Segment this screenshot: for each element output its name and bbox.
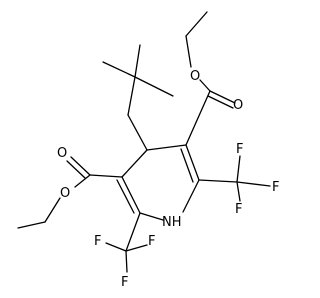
bond-cf3-right-f2 <box>236 181 271 187</box>
atom-f-bottom-3: F <box>121 275 128 290</box>
bond-ring-c4-c3 <box>146 144 187 151</box>
bond-ring-n-c6 <box>139 212 164 221</box>
atom-f-bottom-2: F <box>148 234 155 249</box>
bond-cf3-right-f1 <box>236 155 241 183</box>
bond-ester-top-ring <box>185 90 211 146</box>
bond-ester-left-ring <box>89 174 123 178</box>
bond-cf3-right-f3 <box>236 181 241 202</box>
atom-f-right-3: F <box>235 202 242 217</box>
bond-tbu-3 <box>134 76 174 97</box>
bond-cf3-bottom-f2 <box>125 244 148 252</box>
bond-tbu-4 <box>127 76 136 116</box>
bond-cf3-bottom-f1 <box>105 242 127 252</box>
structure-canvas: O O O O NH F F F F F F <box>17 11 279 290</box>
bond-ethyl-top-1 <box>185 11 208 37</box>
atom-o-ester-left-ether: O <box>60 186 70 201</box>
atom-labels: O O O O NH F F F F F F <box>57 69 279 290</box>
atom-nh: NH <box>162 215 182 230</box>
bond-ch2-ring <box>127 114 148 151</box>
atom-f-bottom-1: F <box>94 234 101 249</box>
bond-ring-c6-c5-b <box>116 179 135 214</box>
atom-o-ester-top-ether: O <box>190 69 200 84</box>
bond-ring-c5-c4 <box>121 149 148 178</box>
bond-ring-c2-n <box>182 179 200 213</box>
bond-ester-top-o-c <box>199 79 211 92</box>
bond-ester-top-co-b <box>207 95 234 109</box>
atom-f-right-1: F <box>236 142 243 157</box>
bond-ethyl-left-1 <box>44 197 61 223</box>
bond-ring-c3-c2-a <box>185 144 200 181</box>
bond-ethyl-left-2 <box>17 221 46 229</box>
bond-ring-c3-c2-b <box>180 148 194 183</box>
bond-ester-left-co-b <box>66 160 86 179</box>
bond-ester-top-co-a <box>209 90 236 104</box>
bond-ethyl-top-2 <box>185 35 192 68</box>
bond-ring-c6-c5-a <box>121 176 141 214</box>
chemical-structure: O O O O NH F F F F F F <box>17 11 279 290</box>
bond-tbu-1 <box>102 61 136 78</box>
atom-o-ester-top-carbonyl: O <box>233 98 243 113</box>
atom-o-ester-left-carbonyl: O <box>57 146 67 161</box>
bond-ester-left-o-c <box>74 174 91 188</box>
bonds <box>17 11 271 273</box>
bond-cf3-bottom-c <box>125 212 141 252</box>
atom-f-right-2: F <box>272 180 279 195</box>
bond-cf3-bottom-f3 <box>125 250 128 273</box>
bond-ester-left-co-a <box>70 156 91 176</box>
bond-cf3-right-c <box>198 179 238 183</box>
bond-tbu-2 <box>134 44 141 78</box>
